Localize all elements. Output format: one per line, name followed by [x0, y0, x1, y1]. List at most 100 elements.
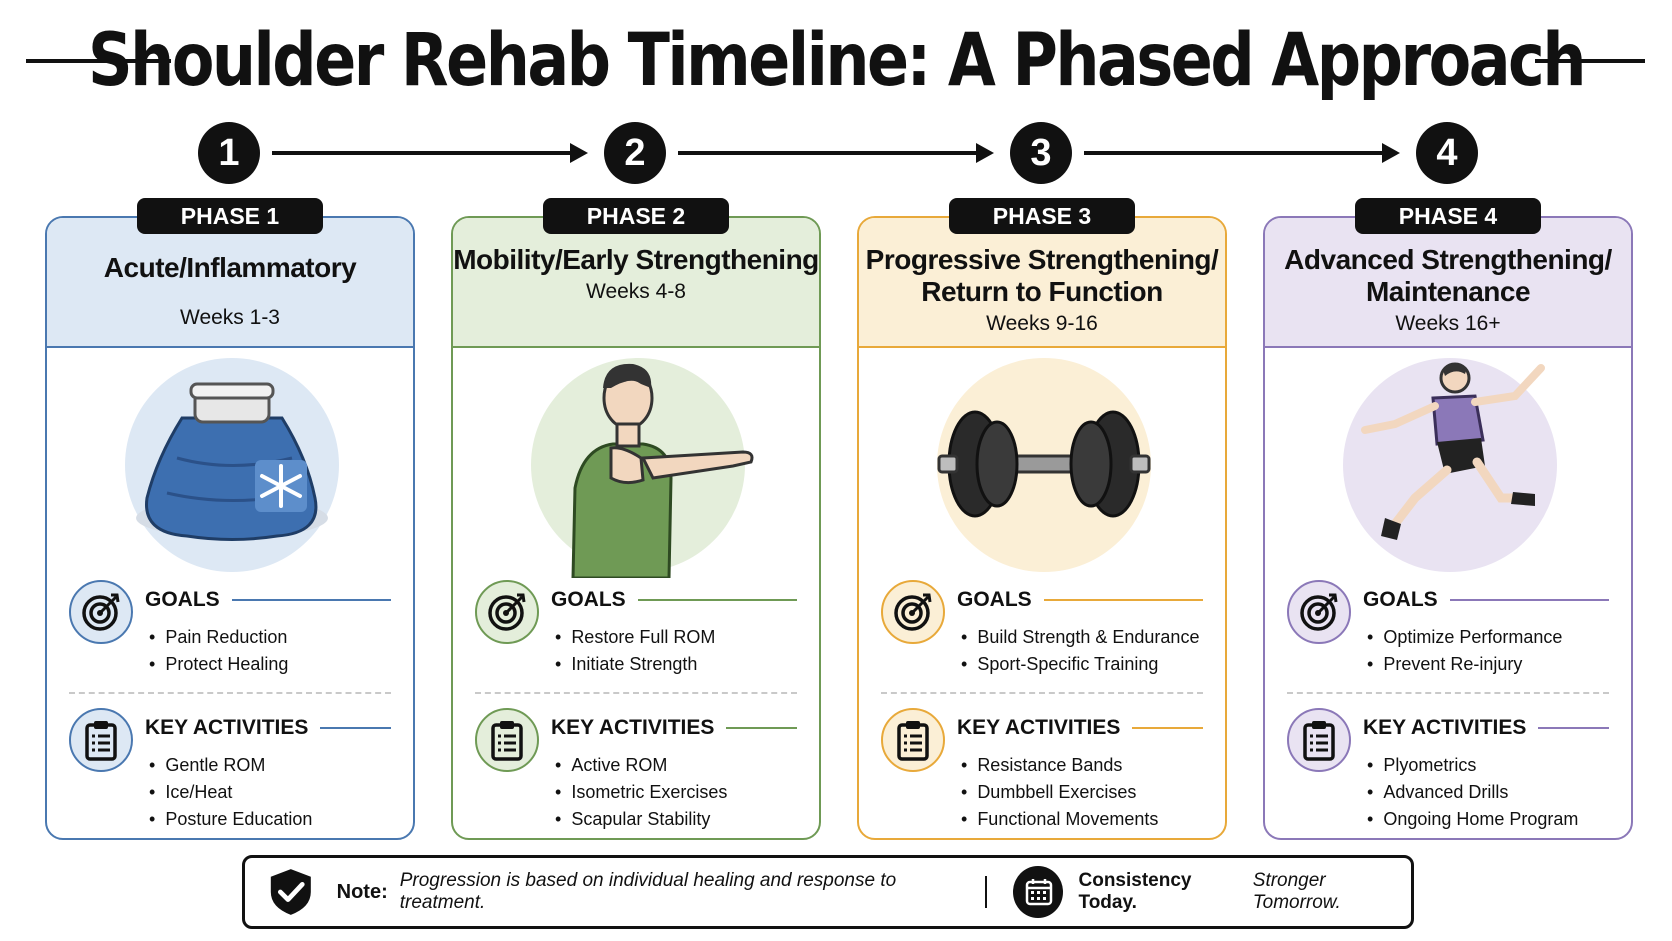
phase-illustration: [453, 348, 819, 578]
note-text: Progression is based on individual heali…: [399, 870, 897, 913]
key-activities-section: KEY ACTIVITIES Gentle ROM Ice/Heat Postu…: [69, 708, 391, 838]
goal-item: Pain Reduction: [149, 624, 288, 651]
phase-illustration: [859, 348, 1225, 572]
section-rule: [231, 599, 391, 601]
step-number-4: 4: [1416, 122, 1478, 184]
calendar-icon: [1025, 879, 1053, 906]
dumbbell-icon: [937, 410, 1151, 518]
phase-weeks: Weeks 9-16: [986, 312, 1098, 335]
goals-list: Restore Full ROM Initiate Strength: [555, 624, 715, 678]
timeline-arrow-2: [678, 143, 994, 163]
goals-section: GOALS Restore Full ROM Initiate Strength: [475, 580, 797, 690]
key-activities-section: KEY ACTIVITIES Active ROM Isometric Exer…: [475, 708, 797, 838]
phase-card-3: Progressive Strengthening/ Return to Fun…: [857, 216, 1227, 840]
phase-card-1: Acute/Inflammatory Weeks 1-3: [45, 216, 415, 840]
activity-item: Scapular Stability: [555, 806, 727, 833]
activities-list: Resistance Bands Dumbbell Exercises Func…: [961, 752, 1158, 833]
section-rule: [726, 727, 797, 729]
section-divider: [1287, 692, 1609, 694]
note-separator: [985, 876, 987, 908]
sec-icon-wrap: [1287, 580, 1351, 644]
goals-heading: GOALS: [957, 588, 1032, 611]
activity-item: Isometric Exercises: [555, 779, 727, 806]
goals-section: GOALS Build Strength & Endurance Sport-S…: [881, 580, 1203, 690]
clipboard-icon: [85, 721, 117, 761]
section-rule: [1043, 599, 1203, 601]
clipboard-icon: [1303, 721, 1335, 761]
activities-heading: KEY ACTIVITIES: [1363, 716, 1527, 739]
section-rule: [320, 727, 391, 729]
activity-item: Functional Movements: [961, 806, 1158, 833]
shield-check-icon: [270, 869, 311, 915]
sec-icon-wrap: [69, 580, 133, 644]
sec-icon-wrap: [881, 708, 945, 772]
title-rule-right: [1535, 59, 1645, 63]
activity-item: Plyometrics: [1367, 752, 1578, 779]
goals-list: Optimize Performance Prevent Re-injury: [1367, 624, 1562, 678]
goal-item: Protect Healing: [149, 651, 288, 678]
goal-item: Prevent Re-injury: [1367, 651, 1562, 678]
step-number-2: 2: [604, 122, 666, 184]
title-row: Shoulder Rehab Timeline: A Phased Approa…: [0, 14, 1672, 106]
phase-title: Progressive Strengthening/ Return to Fun…: [865, 244, 1219, 307]
activities-list: Active ROM Isometric Exercises Scapular …: [555, 752, 727, 833]
activities-heading: KEY ACTIVITIES: [551, 716, 715, 739]
target-icon: [894, 593, 932, 631]
activity-item: Dumbbell Exercises: [961, 779, 1158, 806]
activities-list: Plyometrics Advanced Drills Ongoing Home…: [1367, 752, 1578, 833]
step-number-3: 3: [1010, 122, 1072, 184]
activity-item: Advanced Drills: [1367, 779, 1578, 806]
phase-title: Acute/Inflammatory: [103, 252, 357, 283]
phase-tag-1: PHASE 1: [137, 198, 323, 234]
phase-timeline: 1 2 3 4: [0, 122, 1672, 186]
step-number-1: 1: [198, 122, 260, 184]
sec-icon-wrap: [475, 708, 539, 772]
timeline-arrow-3: [1084, 143, 1400, 163]
goals-heading: GOALS: [1363, 588, 1438, 611]
goals-heading: GOALS: [551, 588, 626, 611]
activities-heading: KEY ACTIVITIES: [957, 716, 1121, 739]
goal-item: Sport-Specific Training: [961, 651, 1199, 678]
section-divider: [69, 692, 391, 694]
phase-weeks: Weeks 4-8: [586, 280, 686, 303]
phase-title: Advanced Strengthening/ Maintenance: [1284, 244, 1612, 307]
section-rule: [1538, 727, 1609, 729]
goals-list: Build Strength & Endurance Sport-Specifi…: [961, 624, 1199, 678]
phase-illustration: [47, 348, 413, 572]
calendar-badge: [1012, 866, 1063, 918]
sec-icon-wrap: [69, 708, 133, 772]
activity-item: Posture Education: [149, 806, 312, 833]
activities-heading: KEY ACTIVITIES: [145, 716, 309, 739]
note-label: Note:: [336, 880, 388, 903]
activities-list: Gentle ROM Ice/Heat Posture Education: [149, 752, 312, 833]
phase-card-header: Mobility/Early Strengthening Weeks 4-8: [453, 218, 819, 348]
key-activities-section: KEY ACTIVITIES Resistance Bands Dumbbell…: [881, 708, 1203, 838]
key-activities-section: KEY ACTIVITIES Plyometrics Advanced Dril…: [1287, 708, 1609, 838]
sec-icon-wrap: [1287, 708, 1351, 772]
ice-pack-icon: [136, 382, 328, 541]
title-rule-left: [26, 59, 171, 63]
activity-item: Resistance Bands: [961, 752, 1158, 779]
phase-card-header: Acute/Inflammatory Weeks 1-3: [47, 218, 413, 348]
phase-tag-4: PHASE 4: [1355, 198, 1541, 234]
phase-illustration: [1265, 348, 1631, 572]
section-rule: [1132, 727, 1203, 729]
section-rule: [637, 599, 797, 601]
arm-stretch-icon: [571, 363, 754, 578]
sec-icon-wrap: [881, 580, 945, 644]
activity-item: Active ROM: [555, 752, 727, 779]
goal-item: Build Strength & Endurance: [961, 624, 1199, 651]
runner-icon: [1361, 362, 1545, 540]
activity-item: Gentle ROM: [149, 752, 312, 779]
section-divider: [475, 692, 797, 694]
goal-item: Initiate Strength: [555, 651, 715, 678]
section-divider: [881, 692, 1203, 694]
clipboard-icon: [491, 721, 523, 761]
goal-item: Optimize Performance: [1367, 624, 1562, 651]
timeline-arrow-1: [272, 143, 588, 163]
goals-section: GOALS Optimize Performance Prevent Re-in…: [1287, 580, 1609, 690]
phase-card-header: Progressive Strengthening/ Return to Fun…: [859, 218, 1225, 348]
slogan-italic: Stronger Tomorrow.: [1252, 870, 1341, 913]
target-icon: [488, 593, 526, 631]
activity-item: Ongoing Home Program: [1367, 806, 1578, 833]
